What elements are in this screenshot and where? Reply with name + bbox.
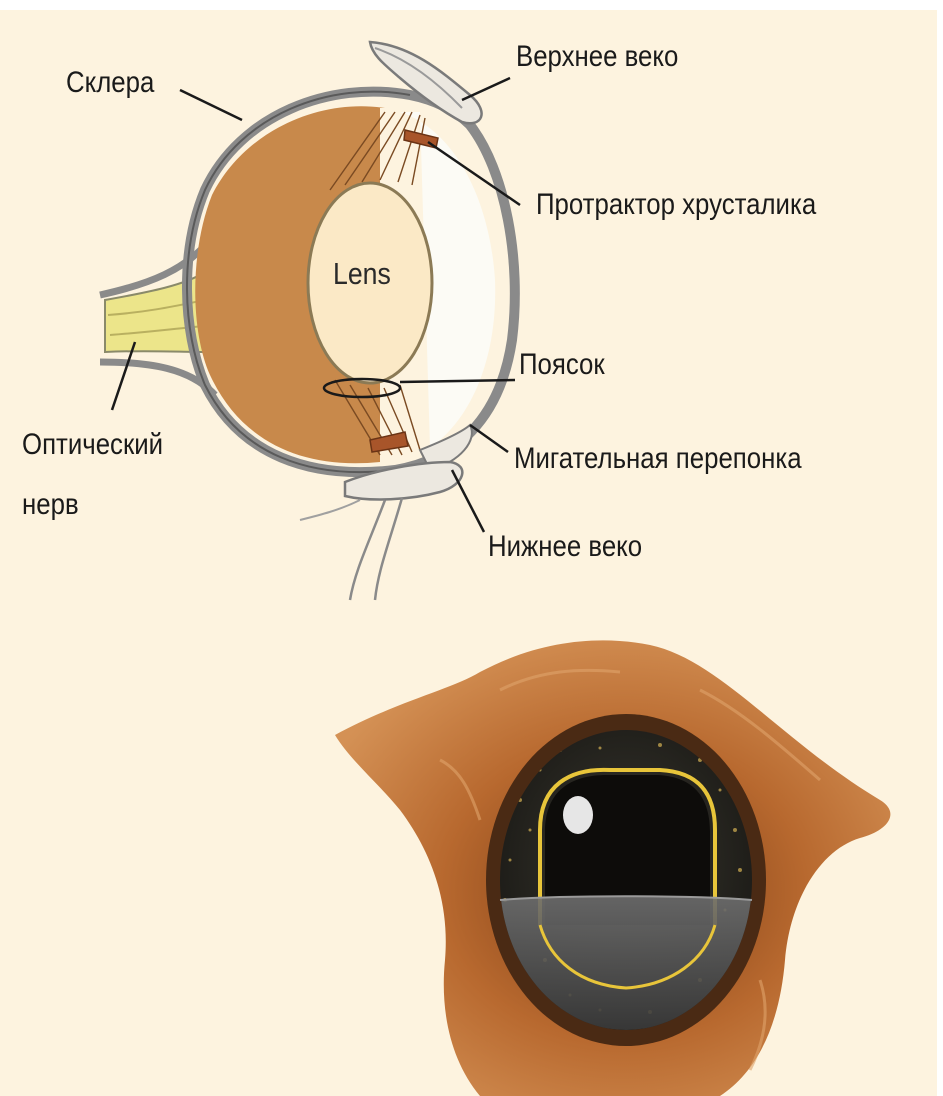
front-view-eye — [335, 640, 890, 1096]
label-nictitating-membrane: Мигательная перепонка — [514, 444, 802, 474]
label-lens: Lens — [333, 258, 391, 289]
label-upper-eyelid: Верхнее веко — [516, 42, 678, 72]
leader-upper-eyelid — [462, 78, 510, 100]
leader-nictitating — [470, 425, 508, 452]
eye-highlight — [563, 796, 593, 834]
label-optic-nerve-line2: нерв — [22, 490, 79, 520]
label-zonule: Поясок — [519, 350, 605, 380]
label-sclera: Склера — [66, 68, 154, 98]
cross-section-diagram — [100, 42, 520, 600]
upper-eyelid — [370, 42, 482, 123]
label-lens-protractor: Протрактор хрусталика — [536, 190, 816, 220]
label-optic-nerve-line1: Оптический — [22, 430, 163, 460]
leader-sclera — [180, 90, 242, 120]
leader-lower-eyelid — [452, 470, 484, 532]
label-lower-eyelid: Нижнее веко — [488, 532, 642, 562]
